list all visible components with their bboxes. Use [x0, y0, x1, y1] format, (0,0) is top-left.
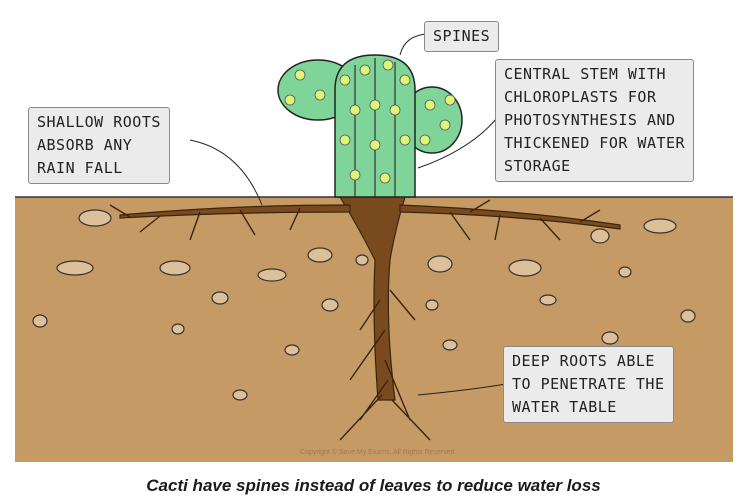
label-central-stem: CENTRAL STEM WITH CHLOROPLASTS FOR PHOTO… [495, 59, 695, 182]
pointer-lines [189, 33, 507, 396]
copyright-text: Copyright © Save My Exams. All Rights Re… [300, 449, 455, 456]
label-shallow-roots: SHALLOW ROOTS ABSORB ANY RAIN FALL [28, 107, 170, 184]
stones [32, 209, 696, 401]
root-branches [109, 199, 601, 441]
label-spines: SPINES [424, 21, 500, 52]
label-deep-roots: DEEP ROOTS ABLE TO PENETRATE THE WATER T… [503, 346, 674, 423]
figure-caption: Cacti have spines instead of leaves to r… [146, 476, 601, 495]
roots [119, 196, 621, 401]
spines [284, 59, 456, 184]
cactus [277, 54, 463, 198]
